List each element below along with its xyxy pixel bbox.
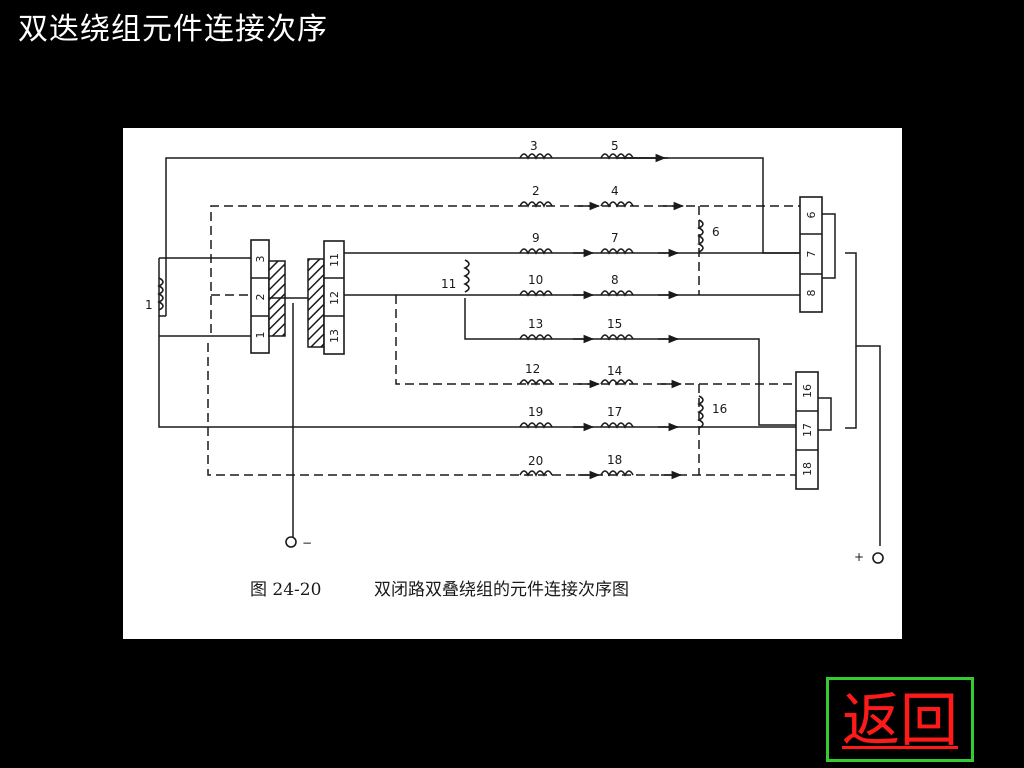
- positive-terminal-label: +: [854, 550, 864, 564]
- segment-label: 6: [805, 212, 818, 219]
- slide-title: 双迭绕组元件连接次序: [18, 12, 328, 47]
- coil-label-5: 5: [611, 139, 619, 153]
- back-button-label: 返回: [841, 685, 958, 754]
- coil-label-13: 13: [528, 317, 543, 331]
- segment-label: 3: [254, 256, 267, 263]
- winding-diagram: 3 2 1 11 12 13 6 7 8: [145, 139, 884, 600]
- right-commutator-bottom: 16 17 18: [795, 371, 832, 490]
- coil-path-12-14: [395, 295, 796, 389]
- coil-label-15: 15: [607, 317, 622, 331]
- right-commutator-top: 6 7 8: [799, 196, 836, 313]
- winding-diagram-figure: 3 2 1 11 12 13 6 7 8: [123, 128, 902, 639]
- coil-label-9: 9: [532, 231, 540, 245]
- coil-labels: 3 5 2 4 9 7 10 8 13 15 12 14 19 17 20 18…: [145, 139, 727, 468]
- figure-caption-text: 双闭路双叠绕组的元件连接次序图: [374, 580, 629, 600]
- segment-label: 18: [801, 462, 814, 476]
- coil-label-3: 3: [530, 139, 538, 153]
- segment-label: 17: [801, 423, 814, 437]
- segment-label: 1: [254, 332, 267, 339]
- coil-path-13-15: [464, 298, 796, 426]
- coil-symbols: [157, 153, 704, 477]
- segment-label: 16: [801, 384, 814, 398]
- coil-label-2: 2: [532, 184, 540, 198]
- coil-label-20: 20: [528, 454, 543, 468]
- segment-label: 7: [805, 251, 818, 258]
- coil-label-19: 19: [528, 405, 543, 419]
- coil-label-12: 12: [525, 362, 540, 376]
- coil-label-17: 17: [607, 405, 622, 419]
- coil-path-19-17: [158, 315, 796, 432]
- segment-label: 11: [328, 253, 341, 267]
- negative-terminal-label: −: [302, 536, 312, 550]
- coil-label-7: 7: [611, 231, 619, 245]
- back-button[interactable]: 返回: [826, 677, 974, 762]
- middle-commutator: 11 12 13: [307, 240, 345, 355]
- segment-label: 2: [254, 294, 267, 301]
- coil-label-8: 8: [611, 273, 619, 287]
- coil-label-10: 10: [528, 273, 543, 287]
- figure-caption-number: 图 24-20: [250, 580, 321, 600]
- left-commutator: 3 2 1: [250, 239, 286, 354]
- coil-path-20-18: [207, 343, 796, 480]
- coil-label-6: 6: [712, 225, 720, 239]
- coil-label-16: 16: [712, 402, 727, 416]
- segment-label: 8: [805, 290, 818, 297]
- segment-label: 13: [328, 329, 341, 343]
- coil-label-1: 1: [145, 298, 153, 312]
- coil-label-11: 11: [441, 277, 456, 291]
- coil-label-14: 14: [607, 364, 622, 378]
- segment-label: 12: [328, 291, 341, 305]
- coil-label-4: 4: [611, 184, 619, 198]
- coil-label-18: 18: [607, 453, 622, 467]
- coil-path-2-4: [210, 201, 800, 333]
